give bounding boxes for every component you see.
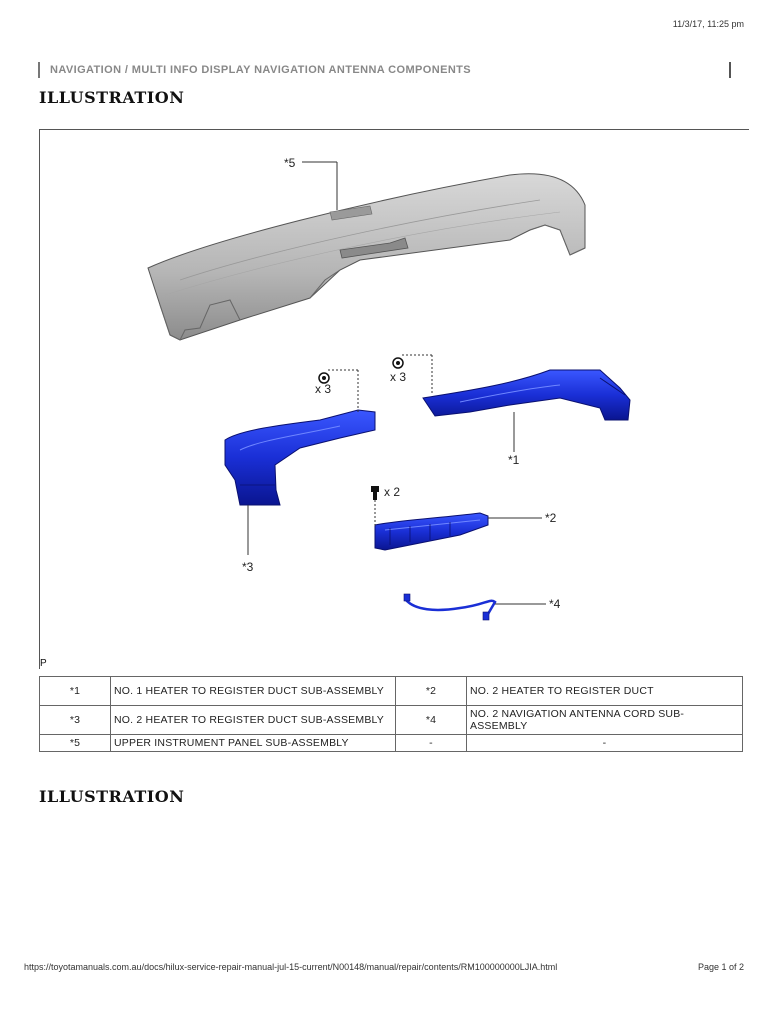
legend-num: - [395,734,467,752]
upper-instrument-panel-part [147,173,586,341]
parts-legend-table: *1 NO. 1 HEATER TO REGISTER DUCT SUB-ASS… [39,676,743,752]
screw-clip-icon [392,357,404,369]
print-date: 11/3/17, 11:25 pm [672,19,744,29]
legend-num: *2 [395,676,467,706]
legend-desc: NO. 2 HEATER TO REGISTER DUCT SUB-ASSEMB… [110,705,396,735]
figure-code: P [40,658,47,669]
no1-heater-register-duct-part [422,369,631,421]
illustration-drawing: *5 *1 *3 *2 *4 [147,156,631,621]
legend-desc: UPPER INSTRUMENT PANEL SUB-ASSEMBLY [110,734,396,752]
qty-label-clip-a: x 3 [315,382,331,396]
section-heading: ILLUSTRATION [39,787,185,806]
legend-desc: NO. 2 NAVIGATION ANTENNA CORD SUB-ASSEMB… [466,705,743,735]
no2-heater-register-duct-subassembly-part [224,409,376,506]
legend-num: *4 [395,705,467,735]
qty-label-clip-b: x 3 [390,370,406,384]
callout-3: *3 [242,560,254,574]
components-illustration: *5 *1 *3 *2 *4 [39,129,749,669]
navigation-antenna-cord-part [403,593,497,621]
page-number: Page 1 of 2 [697,962,744,972]
screw-clip-icon [318,372,330,384]
breadcrumb-end-divider [729,62,731,78]
table-row: *1 NO. 1 HEATER TO REGISTER DUCT SUB-ASS… [39,676,743,706]
legend-num: *5 [39,734,111,752]
legend-num: *3 [39,705,111,735]
legend-desc: NO. 2 HEATER TO REGISTER DUCT [466,676,743,706]
page-url[interactable]: https://toyotamanuals.com.au/docs/hilux-… [24,962,558,972]
legend-num: *1 [39,676,111,706]
no2-heater-register-duct-part [374,512,489,551]
legend-desc: - [466,734,743,752]
table-row: *5 UPPER INSTRUMENT PANEL SUB-ASSEMBLY -… [39,734,743,752]
bolt-icon [371,486,379,500]
qty-label-bolt: x 2 [384,485,400,499]
callout-2: *2 [545,511,557,525]
callout-4: *4 [549,597,561,611]
table-row: *3 NO. 2 HEATER TO REGISTER DUCT SUB-ASS… [39,705,743,735]
callout-5: *5 [284,156,296,170]
section-heading: ILLUSTRATION [39,88,185,107]
legend-desc: NO. 1 HEATER TO REGISTER DUCT SUB-ASSEMB… [110,676,396,706]
callout-1: *1 [508,453,520,467]
breadcrumb: NAVIGATION / MULTI INFO DISPLAY NAVIGATI… [38,62,734,78]
